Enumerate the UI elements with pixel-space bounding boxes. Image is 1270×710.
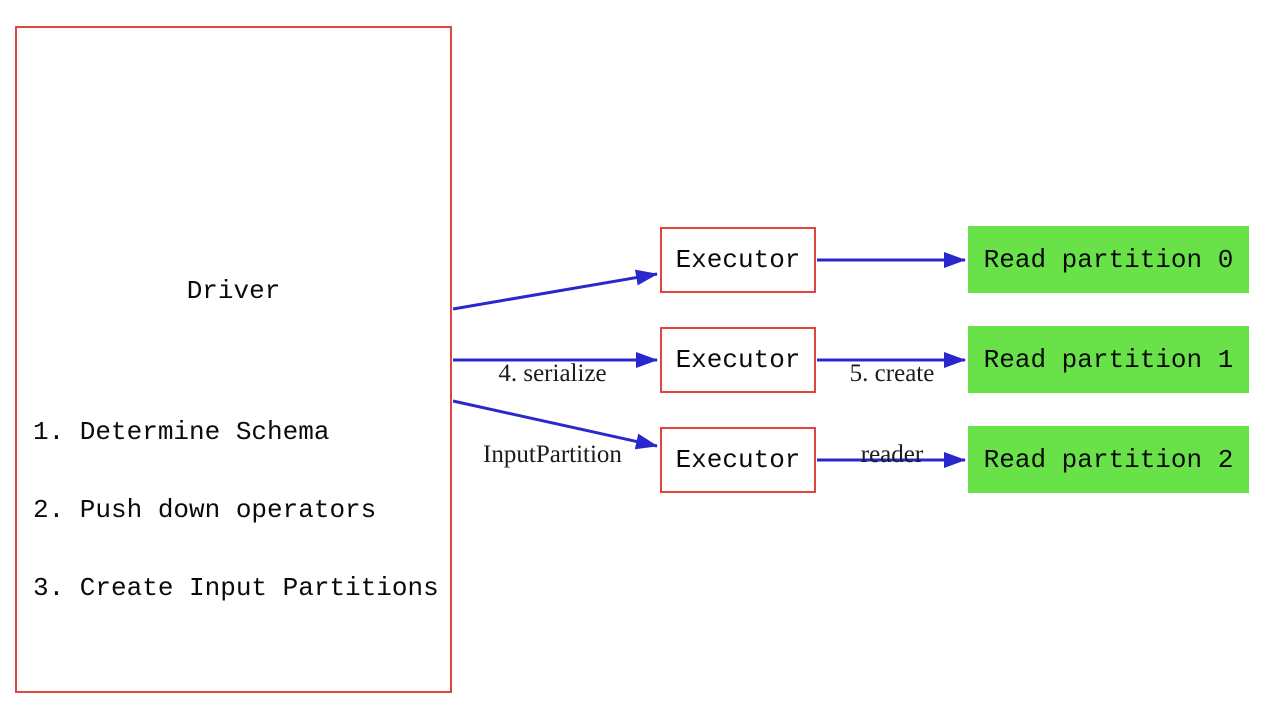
driver-title: Driver bbox=[186, 276, 281, 306]
driver-steps: 1. Determine Schema 2. Push down operato… bbox=[33, 367, 439, 653]
edge-label-create-reader-line-2: reader bbox=[860, 441, 924, 468]
read-partition-label-2: Read partition 2 bbox=[983, 444, 1234, 475]
driver-step-1: 1. Determine Schema bbox=[33, 417, 330, 447]
driver-step-3: 3. Create Input Partitions bbox=[33, 573, 439, 603]
read-partition-label-1: Read partition 1 bbox=[983, 344, 1234, 375]
executor-label-1: Executor bbox=[675, 345, 801, 375]
executor-label-0: Executor bbox=[675, 245, 801, 275]
driver-step-2: 2. Push down operators bbox=[33, 495, 377, 525]
edge-label-create-reader-line-1: 5. create bbox=[849, 360, 935, 387]
read-partition-box-0: Read partition 0 bbox=[968, 226, 1249, 293]
executor-label-2: Executor bbox=[675, 445, 801, 475]
edge-label-serialize: 4. serialize InputPartition bbox=[450, 306, 655, 522]
executor-box-2: Executor bbox=[660, 427, 816, 493]
edge-label-serialize-line-2: InputPartition bbox=[483, 441, 622, 468]
read-partition-box-1: Read partition 1 bbox=[968, 326, 1249, 393]
read-partition-label-0: Read partition 0 bbox=[983, 244, 1234, 275]
executor-box-1: Executor bbox=[660, 327, 816, 393]
read-partition-box-2: Read partition 2 bbox=[968, 426, 1249, 493]
executor-box-0: Executor bbox=[660, 227, 816, 293]
arrow-driver-to-executor-0 bbox=[452, 269, 658, 311]
driver-box: Driver 1. Determine Schema 2. Push down … bbox=[15, 26, 452, 693]
edge-label-serialize-line-1: 4. serialize bbox=[498, 360, 607, 387]
edge-label-create-reader: 5. create reader bbox=[822, 306, 962, 522]
